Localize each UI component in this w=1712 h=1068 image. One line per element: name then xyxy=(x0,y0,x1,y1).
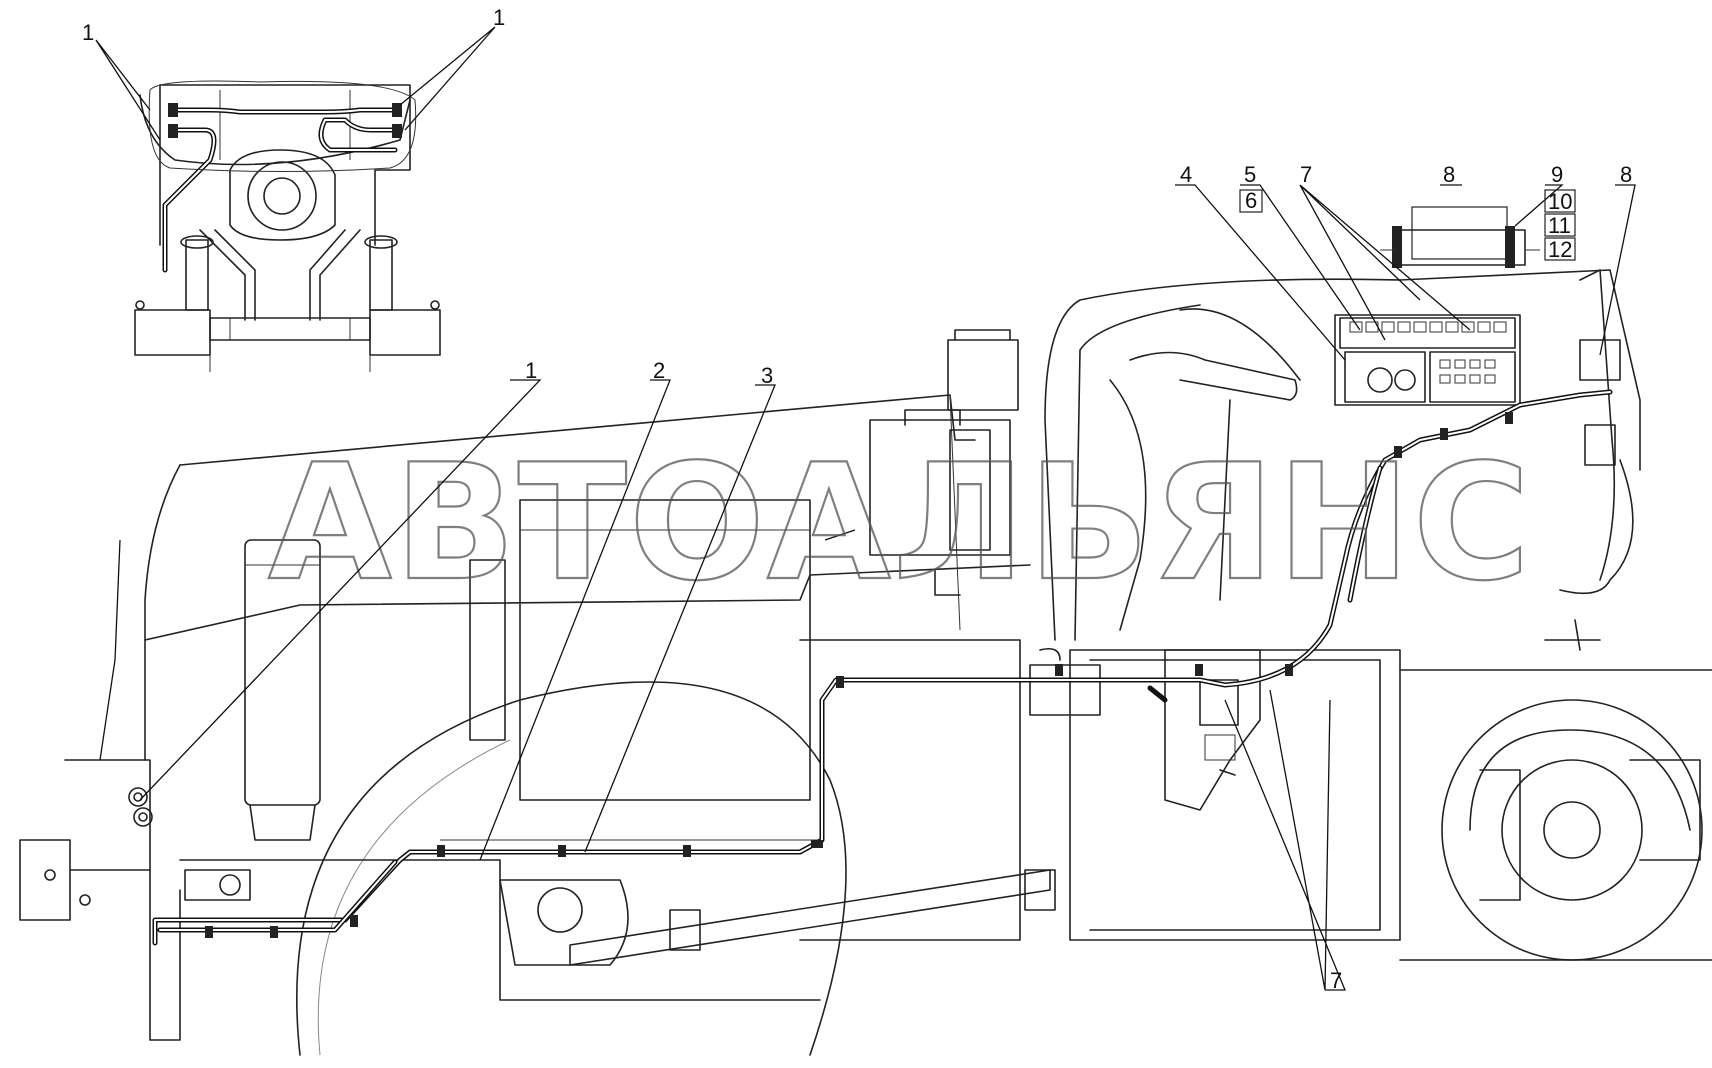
watermark: АВТОАЛЬЯНС xyxy=(268,429,1532,616)
callout-7-bottom: 7 xyxy=(1330,968,1342,993)
callout-8-right: 8 xyxy=(1620,162,1632,187)
callout-leaders xyxy=(95,26,1636,991)
callout-12: 12 xyxy=(1548,237,1572,262)
callout-3: 3 xyxy=(761,363,773,388)
callout-11: 11 xyxy=(1548,213,1571,238)
callout-1-main: 1 xyxy=(525,358,537,383)
callout-1-inset-left: 1 xyxy=(82,20,94,45)
hydraulic-lines xyxy=(152,389,1613,946)
callout-7-top: 7 xyxy=(1300,162,1312,187)
callout-10: 10 xyxy=(1548,189,1572,214)
callout-4: 4 xyxy=(1180,162,1192,187)
callout-6: 6 xyxy=(1245,188,1257,213)
detail-panel-mount xyxy=(1380,206,1540,268)
callout-2: 2 xyxy=(653,358,665,383)
callout-9: 9 xyxy=(1551,162,1563,187)
tractor-side-view xyxy=(19,269,1712,1056)
callout-1-inset-right: 1 xyxy=(493,5,505,30)
inset-rear-view xyxy=(134,80,441,372)
callout-5: 5 xyxy=(1244,162,1256,187)
callout-8-detail: 8 xyxy=(1443,162,1455,187)
callout-labels: 1 1 1 2 3 4 5 6 7 7 8 8 9 10 11 12 xyxy=(82,5,1632,993)
